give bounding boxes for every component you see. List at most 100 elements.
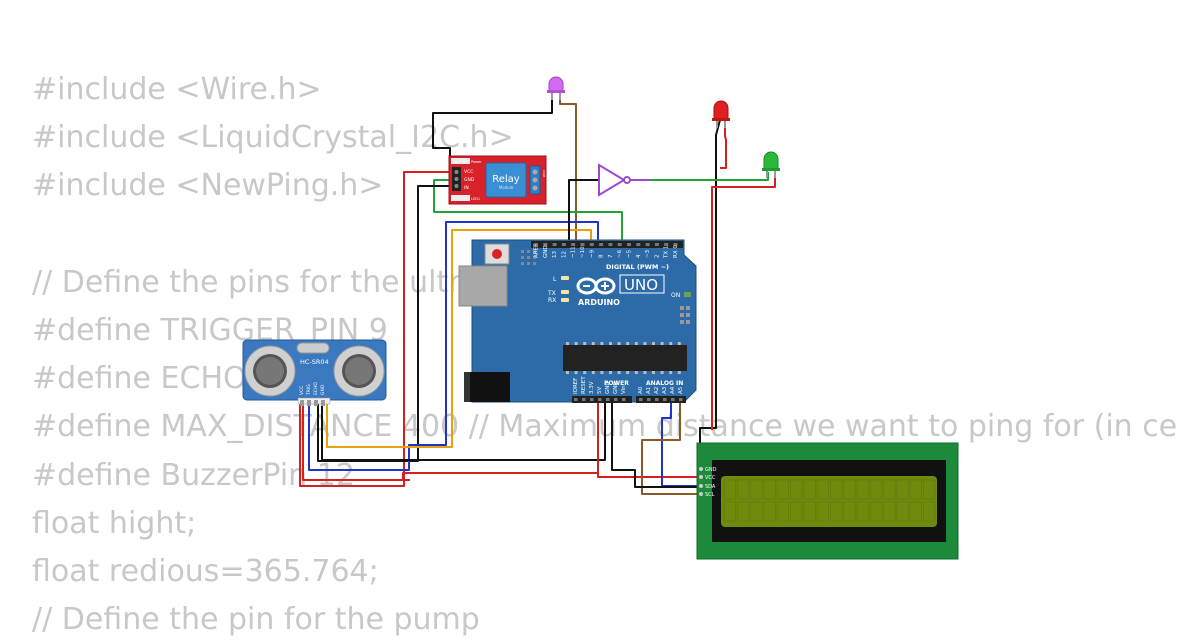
digital-pin-hole[interactable] bbox=[561, 243, 566, 246]
wire-red-relay-vcc bbox=[299, 171, 455, 487]
analog-pin-hole[interactable] bbox=[639, 398, 643, 401]
led-purple[interactable] bbox=[547, 76, 565, 100]
lcd-pin-scl: SCL bbox=[705, 492, 715, 498]
digital-pin-hole[interactable] bbox=[636, 243, 641, 246]
inverter-gate[interactable] bbox=[598, 163, 650, 197]
usb-port bbox=[458, 265, 508, 307]
digital-pin-hole[interactable] bbox=[552, 243, 557, 246]
on-label: ON bbox=[671, 292, 680, 299]
digital-pin-hole[interactable] bbox=[664, 243, 669, 246]
analog-pin-label: A1 bbox=[646, 387, 652, 394]
led-green[interactable] bbox=[762, 151, 780, 178]
digital-pin-label: ~9 bbox=[589, 249, 595, 258]
wire-red-green-led bbox=[711, 172, 776, 430]
analog-pin-hole[interactable] bbox=[655, 398, 659, 401]
power-pin-label: RESET bbox=[581, 376, 587, 394]
power-pin-hole[interactable] bbox=[622, 398, 626, 401]
digital-pin-label: 7 bbox=[608, 254, 614, 258]
power-pin-label: GND bbox=[605, 381, 611, 394]
lcd-screen bbox=[721, 476, 937, 527]
wire-black-inverter bbox=[568, 179, 598, 245]
lcd-pin-vcc: VCC bbox=[705, 475, 716, 481]
code-line: #include <NewPing.h> bbox=[32, 168, 384, 204]
code-line: #include <LiquidCrystal_I2C.h> bbox=[32, 120, 514, 156]
sensor-pin-vcc: VCC bbox=[299, 386, 305, 395]
power-pin-hole[interactable] bbox=[614, 398, 618, 401]
digital-pin-hole[interactable] bbox=[673, 243, 678, 246]
analog-pin-hole[interactable] bbox=[647, 398, 651, 401]
relay-label: Relay bbox=[492, 174, 520, 185]
relay-module[interactable]: Power LED1 VCC GND IN Relay Module COM bbox=[448, 155, 547, 205]
relay-power-label: Power bbox=[471, 160, 482, 164]
power-pin-hole[interactable] bbox=[598, 398, 602, 401]
power-pin-label: IOREF bbox=[573, 378, 579, 394]
wire-black-a4 bbox=[611, 402, 700, 488]
sensor-pin-trig: TRIG bbox=[306, 384, 312, 396]
code-line: float hight; bbox=[32, 505, 197, 541]
ultrasonic-sensor[interactable]: HC-SR04 VCC TRIG ECHO GND bbox=[242, 339, 387, 406]
code-line: // Define the pins for the ultr bbox=[32, 264, 461, 300]
digital-pin-hole[interactable] bbox=[617, 243, 622, 246]
wire-black-gnd-bottom bbox=[321, 400, 606, 461]
digital-pin-hole[interactable] bbox=[580, 243, 585, 246]
digital-pin-hole[interactable] bbox=[589, 243, 594, 246]
code-line: #define BuzzerPin 12 bbox=[32, 457, 355, 493]
digital-pin-label: TX 1 bbox=[664, 246, 670, 259]
digital-pin-label: RX 0 bbox=[673, 245, 679, 258]
analog-pin-hole[interactable] bbox=[663, 398, 667, 401]
analog-pin-hole[interactable] bbox=[679, 398, 683, 401]
power-pin-label: GND bbox=[613, 381, 619, 394]
digital-pin-hole[interactable] bbox=[645, 243, 650, 246]
power-pin-hole[interactable] bbox=[606, 398, 610, 401]
lcd-display[interactable]: GND VCC SDA SCL bbox=[696, 442, 959, 560]
wire-blue-sensor bbox=[308, 221, 599, 471]
wire-green-led bbox=[650, 172, 769, 181]
digital-pin-hole[interactable] bbox=[608, 243, 613, 246]
digital-pin-hole[interactable] bbox=[543, 243, 548, 246]
power-pin-hole[interactable] bbox=[582, 398, 586, 401]
digital-pin-label: GND bbox=[543, 245, 549, 258]
analog-header bbox=[636, 396, 686, 403]
wire-red-5v bbox=[402, 402, 599, 479]
digital-pin-hole[interactable] bbox=[627, 243, 631, 246]
power-pin-label: 3.3V bbox=[589, 381, 595, 394]
led-l-label: L bbox=[553, 276, 557, 283]
led-red[interactable] bbox=[712, 100, 730, 128]
digital-pin-hole[interactable] bbox=[534, 243, 538, 246]
wire-red-led bbox=[720, 120, 727, 169]
power-pin-hole[interactable] bbox=[590, 398, 594, 401]
code-line: float redious=365.764; bbox=[32, 553, 379, 589]
relay-pin-gnd: GND bbox=[464, 177, 475, 183]
code-line: #define MAX_DISTANCE 400 // Maximum dist… bbox=[32, 409, 1178, 445]
wire-green-relay bbox=[433, 179, 623, 245]
code-line: #define TRIGGER_PIN 9 bbox=[32, 312, 388, 348]
digital-pin-label: 2 bbox=[654, 255, 660, 259]
analog-pin-hole[interactable] bbox=[671, 398, 675, 401]
wire-black-purple-led bbox=[432, 98, 553, 165]
power-header bbox=[572, 396, 632, 403]
digital-pin-label: ~5 bbox=[627, 249, 633, 258]
led-rx-label: RX bbox=[548, 297, 556, 304]
digital-pin-hole[interactable] bbox=[599, 243, 604, 246]
circuit-diagram: Power LED1 VCC GND IN Relay Module COM bbox=[242, 76, 959, 560]
digital-pin-hole[interactable] bbox=[571, 243, 576, 246]
analog-pin-label: A2 bbox=[654, 387, 660, 394]
wire-brown-scl bbox=[641, 402, 700, 495]
digital-pin-label: 8 bbox=[599, 254, 605, 258]
digital-pin-label: 13 bbox=[552, 251, 558, 258]
relay-led1-label: LED1 bbox=[471, 197, 480, 201]
lcd-pin-sda: SDA bbox=[705, 484, 716, 490]
wire-red-lcd-vcc bbox=[597, 402, 700, 478]
power-pin-hole[interactable] bbox=[574, 398, 578, 401]
digital-pin-label: ~11 bbox=[571, 246, 577, 258]
relay-pin-vcc: VCC bbox=[464, 169, 473, 175]
digital-pin-hole[interactable] bbox=[654, 243, 659, 246]
wire-red-sensor-loop bbox=[302, 400, 410, 481]
model-label: UNO bbox=[624, 276, 658, 294]
digital-pin-label: ~3 bbox=[645, 249, 651, 258]
digital-pin-label: ~10 bbox=[580, 246, 586, 258]
code-line: #define ECHO bbox=[32, 361, 247, 397]
